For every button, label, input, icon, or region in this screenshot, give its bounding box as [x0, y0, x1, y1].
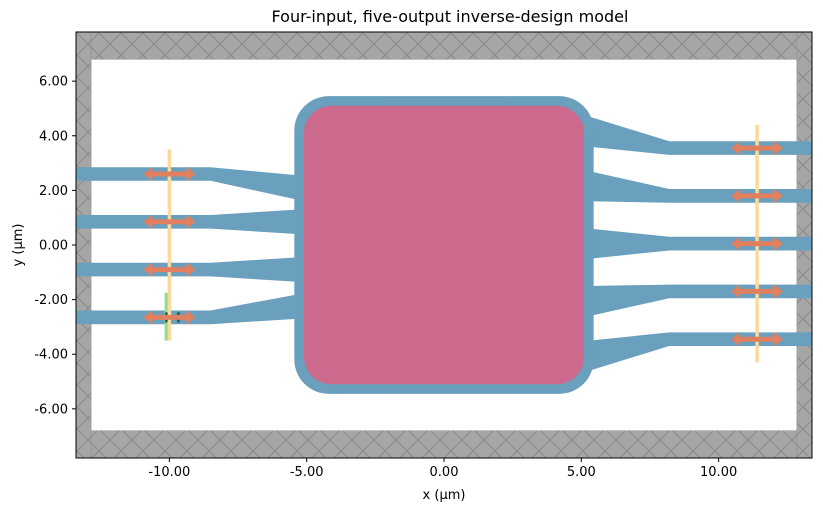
plot-area	[76, 32, 812, 458]
input-mode-arrow	[143, 310, 196, 325]
x-axis-label: x (µm)	[423, 488, 466, 503]
chart-title: Four-input, five-output inverse-design m…	[272, 7, 629, 26]
x-axis: -10.00 -5.00 0.00 5.00 10.00	[148, 458, 737, 480]
input-mode-arrow	[143, 167, 196, 181]
pml-band-2	[76, 32, 92, 458]
mode-arrow-shape	[143, 214, 196, 229]
input-waveguide	[76, 294, 299, 325]
output-mode-arrow	[731, 332, 784, 347]
mode-arrow-shape	[731, 284, 784, 299]
mode-arrow-shape	[143, 310, 196, 325]
x-tick-label: 0.00	[430, 465, 459, 480]
pml-band-1	[76, 430, 812, 458]
x-tick-label: -10.00	[148, 465, 190, 480]
output-mode-arrow	[731, 188, 784, 203]
mode-arrows	[143, 141, 784, 347]
y-tick-label: -2.00	[34, 293, 68, 308]
mode-arrow-shape	[731, 141, 784, 156]
y-axis: -6.00 -4.00 -2.00 0.00 2.00 4.00 6.00	[34, 75, 76, 417]
y-tick-label: 0.00	[39, 239, 68, 254]
mode-arrow-shape	[143, 262, 196, 277]
mode-arrow-shape	[143, 167, 196, 181]
output-waveguide	[589, 228, 812, 259]
x-tick-label: 10.00	[700, 465, 737, 480]
design-region	[303, 105, 585, 385]
output-mode-arrow	[731, 284, 784, 299]
input-mode-arrow	[143, 262, 196, 277]
y-tick-label: 2.00	[39, 184, 68, 199]
design-region-group	[294, 96, 594, 394]
pml-band-0	[76, 32, 812, 60]
y-axis-label: y (µm)	[11, 224, 26, 267]
mode-arrow-shape	[731, 188, 784, 203]
output-mode-arrow	[731, 141, 784, 156]
mode-arrow-shape	[731, 332, 784, 347]
y-tick-label: -6.00	[34, 402, 68, 417]
x-tick-label: -5.00	[290, 465, 324, 480]
y-tick-label: -4.00	[34, 348, 68, 363]
y-tick-label: 6.00	[39, 75, 68, 90]
x-tick-label: 5.00	[567, 465, 596, 480]
output-mode-arrow	[731, 236, 784, 251]
input-mode-arrow	[143, 214, 196, 229]
input-waveguide	[76, 167, 299, 200]
mode-arrow-shape	[731, 236, 784, 251]
y-tick-label: 4.00	[39, 129, 68, 144]
